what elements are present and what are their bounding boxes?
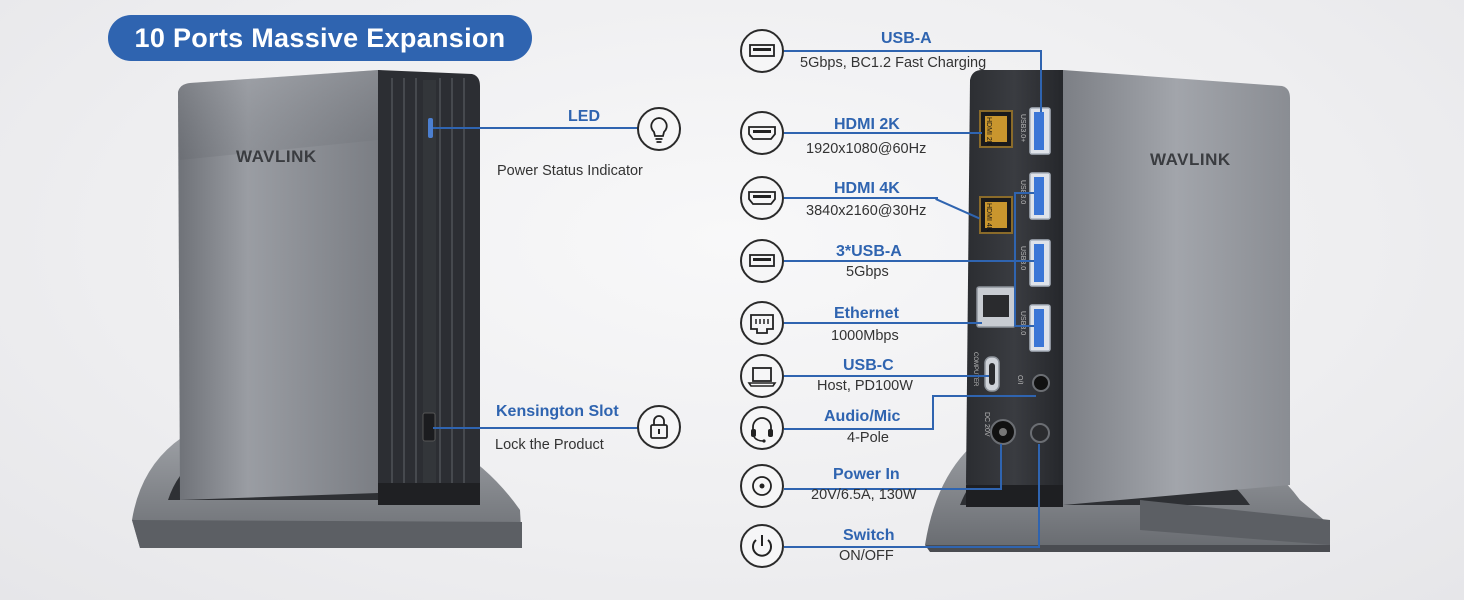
port-label-hdmi-2k: HDMI 2K [985, 117, 992, 146]
line-3-usb-a-bus [1014, 192, 1016, 327]
callout-title-hdmi-4k: HDMI 4K [834, 180, 900, 197]
callout-desc-audio: 4-Pole [847, 430, 889, 446]
line-usb-a [784, 50, 1042, 52]
callout-title-audio: Audio/Mic [824, 408, 901, 425]
hdmi-2k-icon [740, 111, 784, 155]
callout-title-switch: Switch [843, 527, 895, 544]
callout-title-3-usb-a: 3*USB-A [836, 243, 902, 260]
banner-title: 10 Ports Massive Expansion [108, 15, 532, 61]
callout-desc-ethernet: 1000Mbps [831, 328, 899, 344]
port-label-usb-c: COMPUTER [972, 352, 978, 387]
brand-logo-front: WAVLINK [236, 147, 317, 166]
line-audio-rise [932, 395, 934, 430]
laptop-icon [740, 354, 784, 398]
callout-title-ethernet: Ethernet [834, 305, 899, 322]
line-audio-top [932, 395, 1036, 397]
callout-desc-hdmi-4k: 3840x2160@30Hz [806, 203, 927, 219]
callout-title-power-in: Power In [833, 466, 900, 483]
headset-icon [740, 406, 784, 450]
callout-title-usb-a: USB-A [881, 30, 932, 47]
callout-title-kensington: Kensington Slot [496, 403, 619, 420]
callout-desc-led: Power Status Indicator [497, 163, 643, 179]
line-switch [784, 546, 1040, 548]
callout-desc-3-usb-a: 5Gbps [846, 264, 889, 280]
port-label-usb-4: USB3.0 [1019, 311, 1026, 336]
port-label-usb-3: USB3.0 [1019, 246, 1026, 271]
port-label-usb-top: USB3.0+ [1019, 114, 1026, 143]
usb-a-icon [740, 29, 784, 73]
callout-line-led [433, 127, 639, 129]
line-usb-3-tick [1014, 260, 1034, 262]
callout-desc-power-in: 20V/6.5A, 130W [811, 487, 917, 503]
port-label-dc: DC 20V [983, 412, 990, 437]
port-label-hdmi-4k: HDMI 4K [985, 203, 992, 232]
dc-power-icon [740, 464, 784, 508]
port-label-audio: O/I [1016, 375, 1023, 385]
callout-desc-usb-a: 5Gbps, BC1.2 Fast Charging [800, 55, 987, 71]
lightbulb-icon [637, 107, 681, 151]
callout-line-kensington [433, 427, 639, 429]
line-usb-a-drop [1040, 50, 1042, 112]
line-hdmi-4k [784, 197, 936, 199]
callout-title-usb-c: USB-C [843, 357, 894, 374]
power-button-icon [740, 524, 784, 568]
callout-desc-kensington: Lock the Product [495, 437, 604, 453]
callout-desc-hdmi-2k: 1920x1080@60Hz [806, 141, 927, 157]
line-switch-rise [1038, 444, 1040, 548]
brand-logo-rear: WAVLINK [1150, 150, 1231, 169]
padlock-icon [637, 405, 681, 449]
line-3-usb-a [784, 260, 1016, 262]
callout-title-led: LED [568, 108, 600, 125]
line-usb-2-tick [1014, 192, 1034, 194]
line-power-in-rise [1000, 444, 1002, 490]
line-usb-c [784, 375, 989, 377]
line-hdmi-2k [784, 132, 982, 134]
ethernet-icon [740, 301, 784, 345]
line-ethernet [784, 322, 982, 324]
callout-title-hdmi-2k: HDMI 2K [834, 116, 900, 133]
line-power-in [784, 488, 1002, 490]
callout-desc-usb-c: Host, PD100W [817, 378, 913, 394]
usb-a-multi-icon [740, 239, 784, 283]
callout-desc-switch: ON/OFF [839, 548, 894, 564]
line-usb-4-tick [1014, 325, 1034, 327]
hdmi-4k-icon [740, 176, 784, 220]
line-audio [784, 428, 934, 430]
